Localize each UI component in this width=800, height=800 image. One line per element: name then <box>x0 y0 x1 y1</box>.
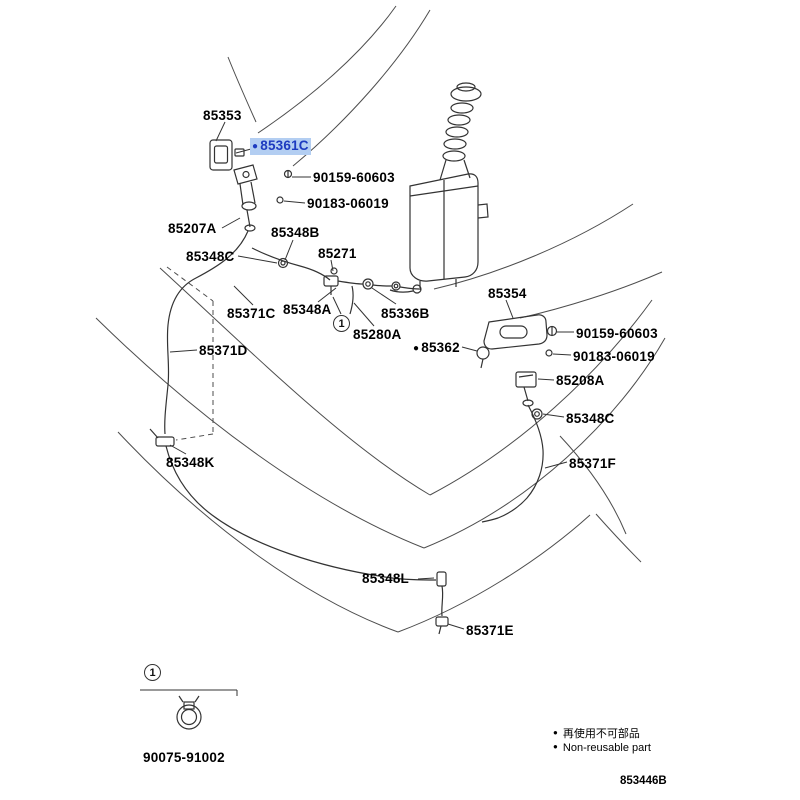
leader-lines <box>169 121 574 630</box>
part-label-85362[interactable]: ●85362 <box>413 340 460 357</box>
part-label-85280A[interactable]: 85280A <box>353 327 402 342</box>
callout-detail-clamp <box>140 689 238 730</box>
callout-1-marker-diagram[interactable]: 1 <box>333 315 350 332</box>
non-reusable-bullet-icon: ● <box>252 141 259 152</box>
part-label-85348K[interactable]: 85348K <box>166 455 215 470</box>
part-label-85361C-highlighted[interactable]: ●85361C <box>250 138 311 155</box>
part-label-85348A[interactable]: 85348A <box>283 302 332 317</box>
left-pump-assembly <box>209 139 293 232</box>
part-label-85348B[interactable]: 85348B <box>271 225 320 240</box>
washer-reservoir <box>389 82 489 294</box>
legend-text-en: Non-reusable part <box>562 742 651 754</box>
left-hoses <box>149 230 437 581</box>
part-label-85371E[interactable]: 85371E <box>466 623 514 638</box>
part-label-85371C[interactable]: 85371C <box>227 306 276 321</box>
part-label-85207A[interactable]: 85207A <box>168 221 217 236</box>
diagram-code: 853446B <box>620 775 667 787</box>
callout-1-marker-legend[interactable]: 1 <box>144 664 161 681</box>
part-label-90159-60603-right[interactable]: 90159-60603 <box>576 326 658 341</box>
part-label-85348C-left[interactable]: 85348C <box>186 249 235 264</box>
part-label-85371D[interactable]: 85371D <box>199 343 248 358</box>
bottom-hose-assembly <box>435 571 449 635</box>
legend-non-reusable-en: ● Non-reusable part <box>553 740 651 755</box>
legend-bullet-icon: ● <box>553 742 558 751</box>
legend-text-jp: 再使用不可部品 <box>562 728 640 740</box>
part-label-90159-60603-left[interactable]: 90159-60603 <box>313 170 395 185</box>
part-number-text: 85362 <box>421 340 460 355</box>
center-connectors <box>277 257 420 315</box>
routing-dashed-lines <box>166 266 214 441</box>
car-outline <box>95 5 666 633</box>
legend-bullet-icon: ● <box>553 728 558 737</box>
part-label-90183-06019-right[interactable]: 90183-06019 <box>573 349 655 364</box>
non-reusable-bullet-icon: ● <box>413 343 420 354</box>
part-label-85271[interactable]: 85271 <box>318 246 357 261</box>
part-label-85354[interactable]: 85354 <box>488 286 527 301</box>
part-label-85348L[interactable]: 85348L <box>362 571 409 586</box>
part-label-85348C-right[interactable]: 85348C <box>566 411 615 426</box>
part-label-85208A[interactable]: 85208A <box>556 373 605 388</box>
part-label-85336B[interactable]: 85336B <box>381 306 430 321</box>
right-nozzle-assembly <box>476 314 558 523</box>
legend-non-reusable-jp: ● 再使用不可部品 <box>553 726 640 741</box>
part-label-90075-91002[interactable]: 90075-91002 <box>143 750 225 765</box>
part-label-85353[interactable]: 85353 <box>203 108 242 123</box>
part-label-85371F[interactable]: 85371F <box>569 456 616 471</box>
part-number-text: 85361C <box>260 138 309 153</box>
part-label-90183-06019-left[interactable]: 90183-06019 <box>307 196 389 211</box>
